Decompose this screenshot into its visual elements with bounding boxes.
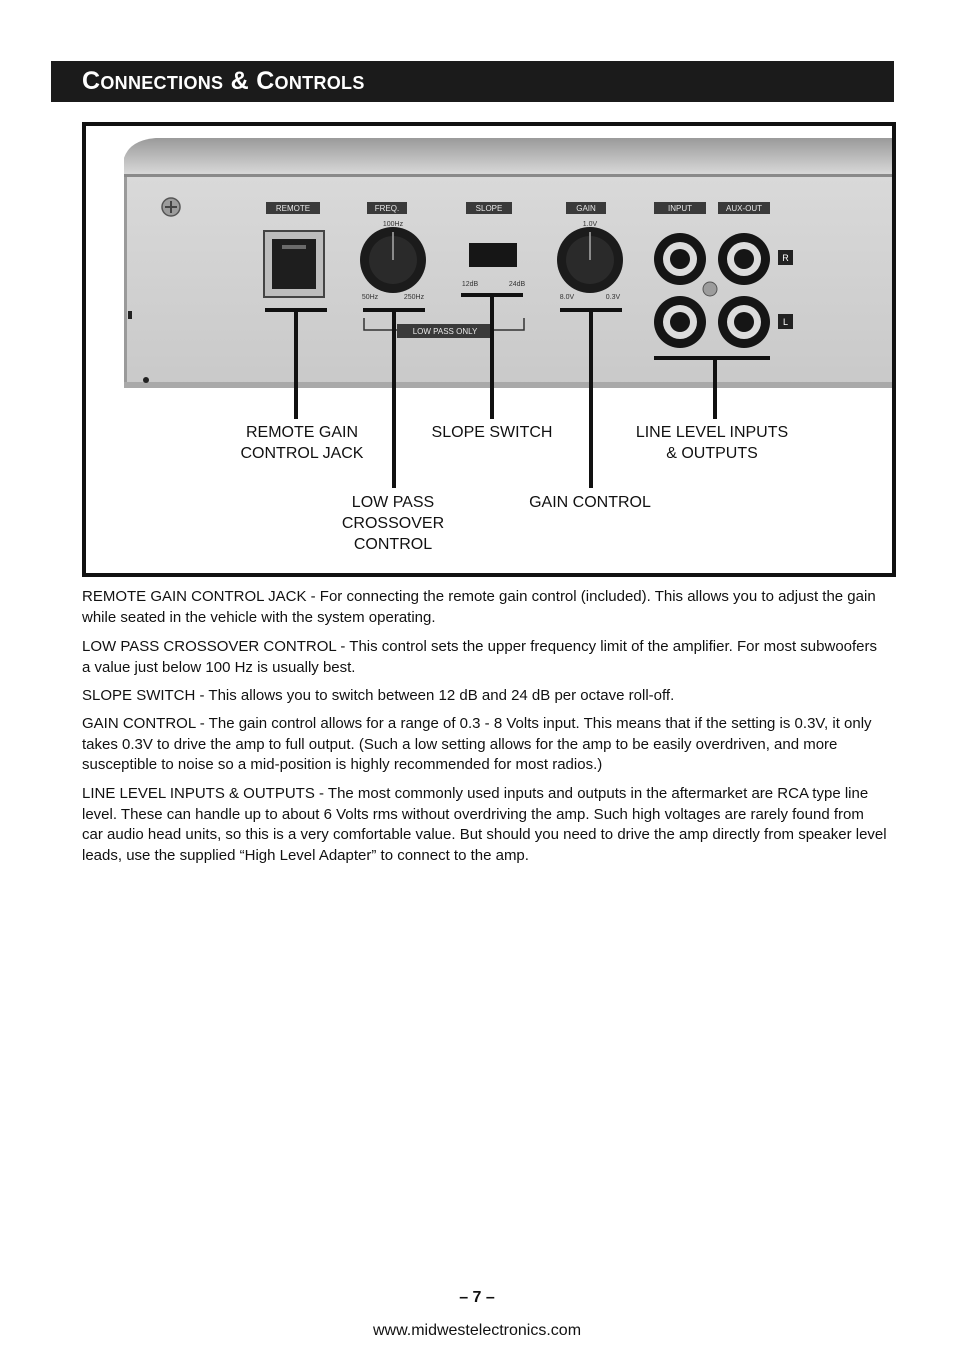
slope-switch-block: [469, 243, 517, 267]
low-pass-only-label: LOW PASS ONLY: [413, 327, 478, 336]
panel-label-aux-out: AUX-OUT: [726, 204, 762, 213]
callout-lines: [265, 293, 770, 488]
screw-icon: [161, 197, 181, 217]
callout-gain-control: GAIN CONTROL: [529, 494, 651, 511]
description-line-level: LINE LEVEL INPUTS & OUTPUTS - The most c…: [82, 784, 887, 866]
desc-text-low-pass: - This control sets the upper frequency …: [82, 638, 878, 676]
amplifier-panel-illustration: REMOTE FREQ. SLOPE GAIN INPUT AUX-OUT 10…: [124, 138, 892, 488]
gain-knob: [557, 227, 623, 293]
slope-max-label: 24dB: [509, 281, 526, 288]
description-remote-gain: REMOTE GAIN CONTROL JACK - For connectin…: [82, 587, 887, 628]
term-slope-switch: SLOPE SWITCH: [82, 687, 196, 704]
slope-min-label: 12dB: [462, 281, 479, 288]
page-number: – 7 –: [459, 1289, 495, 1306]
desc-text-remote-gain: - For connecting the remote gain control…: [82, 588, 876, 626]
freq-top-label: 100Hz: [383, 221, 404, 228]
gain-max-label: 0.3V: [606, 294, 621, 301]
freq-max-label: 250Hz: [404, 294, 425, 301]
panel-label-input: INPUT: [668, 204, 692, 213]
frequency-knob: [360, 227, 426, 293]
description-low-pass: LOW PASS CROSSOVER CONTROL - This contro…: [82, 637, 887, 678]
panel-label-slope: SLOPE: [476, 204, 503, 213]
term-line-level: LINE LEVEL INPUTS & OUTPUTS: [82, 785, 315, 802]
panel-label-gain: GAIN: [576, 204, 596, 213]
rca-jacks: [654, 233, 770, 348]
callout-low-pass: LOW PASS CROSSOVER CONTROL: [341, 494, 445, 553]
right-channel-label: R: [782, 253, 789, 263]
connections-figure: REMOTE FREQ. SLOPE GAIN INPUT AUX-OUT 10…: [82, 122, 896, 577]
gain-min-label: 8.0V: [560, 294, 575, 301]
callout-remote-gain-jack: REMOTE GAIN CONTROL JACK: [240, 424, 364, 462]
gain-top-label: 1.0V: [583, 221, 598, 228]
panel-label-remote: REMOTE: [276, 204, 310, 213]
description-gain-control: GAIN CONTROL - The gain control allows f…: [82, 714, 887, 776]
remote-jack-port: [263, 230, 325, 298]
freq-min-label: 50Hz: [362, 294, 379, 301]
section-title-bar: Connections & Controls: [51, 61, 894, 102]
callout-line-level: LINE LEVEL INPUTS & OUTPUTS: [635, 424, 789, 462]
term-low-pass: LOW PASS CROSSOVER CONTROL: [82, 638, 337, 655]
term-remote-gain: REMOTE GAIN CONTROL JACK: [82, 588, 307, 605]
left-channel-label: L: [783, 317, 788, 327]
callout-slope-switch: SLOPE SWITCH: [431, 424, 553, 441]
description-slope-switch: SLOPE SWITCH - This allows you to switch…: [82, 686, 887, 707]
desc-text-slope-switch: - This allows you to switch between 12 d…: [195, 687, 675, 704]
amp-top-edge: [124, 138, 892, 174]
footer-website: www.midwestelectronics.com: [372, 1322, 582, 1339]
desc-text-gain-control: - The gain control allows for a range of…: [82, 715, 872, 773]
term-gain-control: GAIN CONTROL: [82, 715, 196, 732]
desc-text-line-level: - The most commonly used inputs and outp…: [82, 785, 887, 864]
panel-label-freq: FREQ.: [375, 204, 399, 213]
page-title: Connections & Controls: [82, 67, 365, 95]
